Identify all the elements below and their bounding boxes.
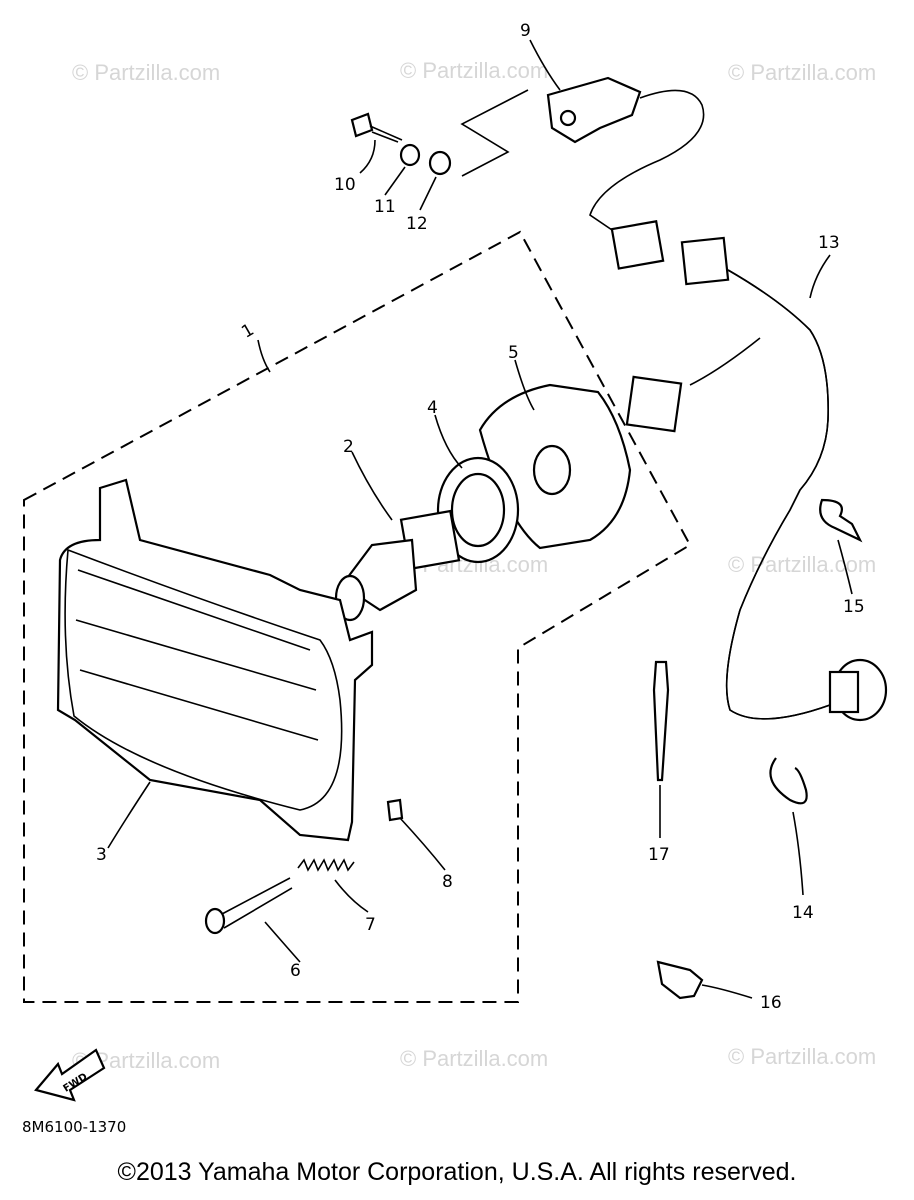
callout-10: 10 (334, 175, 356, 195)
diagram-code: 8M6100-1370 (22, 1118, 127, 1136)
callout-13: 13 (818, 233, 840, 253)
callout-16: 16 (760, 993, 782, 1013)
callout-3: 3 (96, 845, 107, 865)
part-14-clamp (769, 757, 808, 805)
part-3-headlight (56, 478, 374, 842)
watermark: © Partzilla.com (728, 552, 876, 577)
part-15-clamp (819, 498, 863, 543)
callout-11: 11 (374, 197, 396, 217)
callout-7: 7 (365, 915, 376, 935)
callout-14: 14 (792, 903, 814, 923)
callout-15: 15 (843, 597, 865, 617)
fwd-arrow-icon: FWD (34, 1048, 106, 1102)
callouts: 1 2 3 4 5 6 7 8 9 10 11 12 13 14 15 16 1… (96, 21, 865, 1013)
part-13-harness (625, 236, 888, 722)
callout-9: 9 (520, 21, 531, 41)
part-4-ring (436, 456, 520, 564)
part-17-band (652, 660, 670, 782)
callout-5: 5 (508, 343, 519, 363)
leader-lines (107, 39, 853, 999)
parts-10-12-fasteners (350, 112, 452, 176)
watermark: © Partzilla.com (728, 60, 876, 85)
watermark: © Partzilla.com (400, 1046, 548, 1071)
callout-2: 2 (343, 437, 354, 457)
callout-8: 8 (442, 872, 453, 892)
callout-6: 6 (290, 961, 301, 981)
callout-1: 1 (238, 320, 257, 343)
watermark: © Partzilla.com (72, 60, 220, 85)
copyright-notice: ©2013 Yamaha Motor Corporation, U.S.A. A… (117, 1158, 797, 1186)
callout-4: 4 (427, 398, 438, 418)
part-8-clip (386, 798, 404, 822)
part-6-screw (204, 877, 293, 935)
watermark: © Partzilla.com (400, 58, 548, 83)
leader-bracket (460, 89, 529, 177)
watermark: © Partzilla.com (728, 1044, 876, 1069)
part-16-clip (656, 960, 704, 1000)
callout-12: 12 (406, 214, 428, 234)
callout-17: 17 (648, 845, 670, 865)
part-7-spring (297, 858, 355, 872)
assembly-outline (23, 230, 692, 1003)
part-9-switch (546, 76, 705, 270)
